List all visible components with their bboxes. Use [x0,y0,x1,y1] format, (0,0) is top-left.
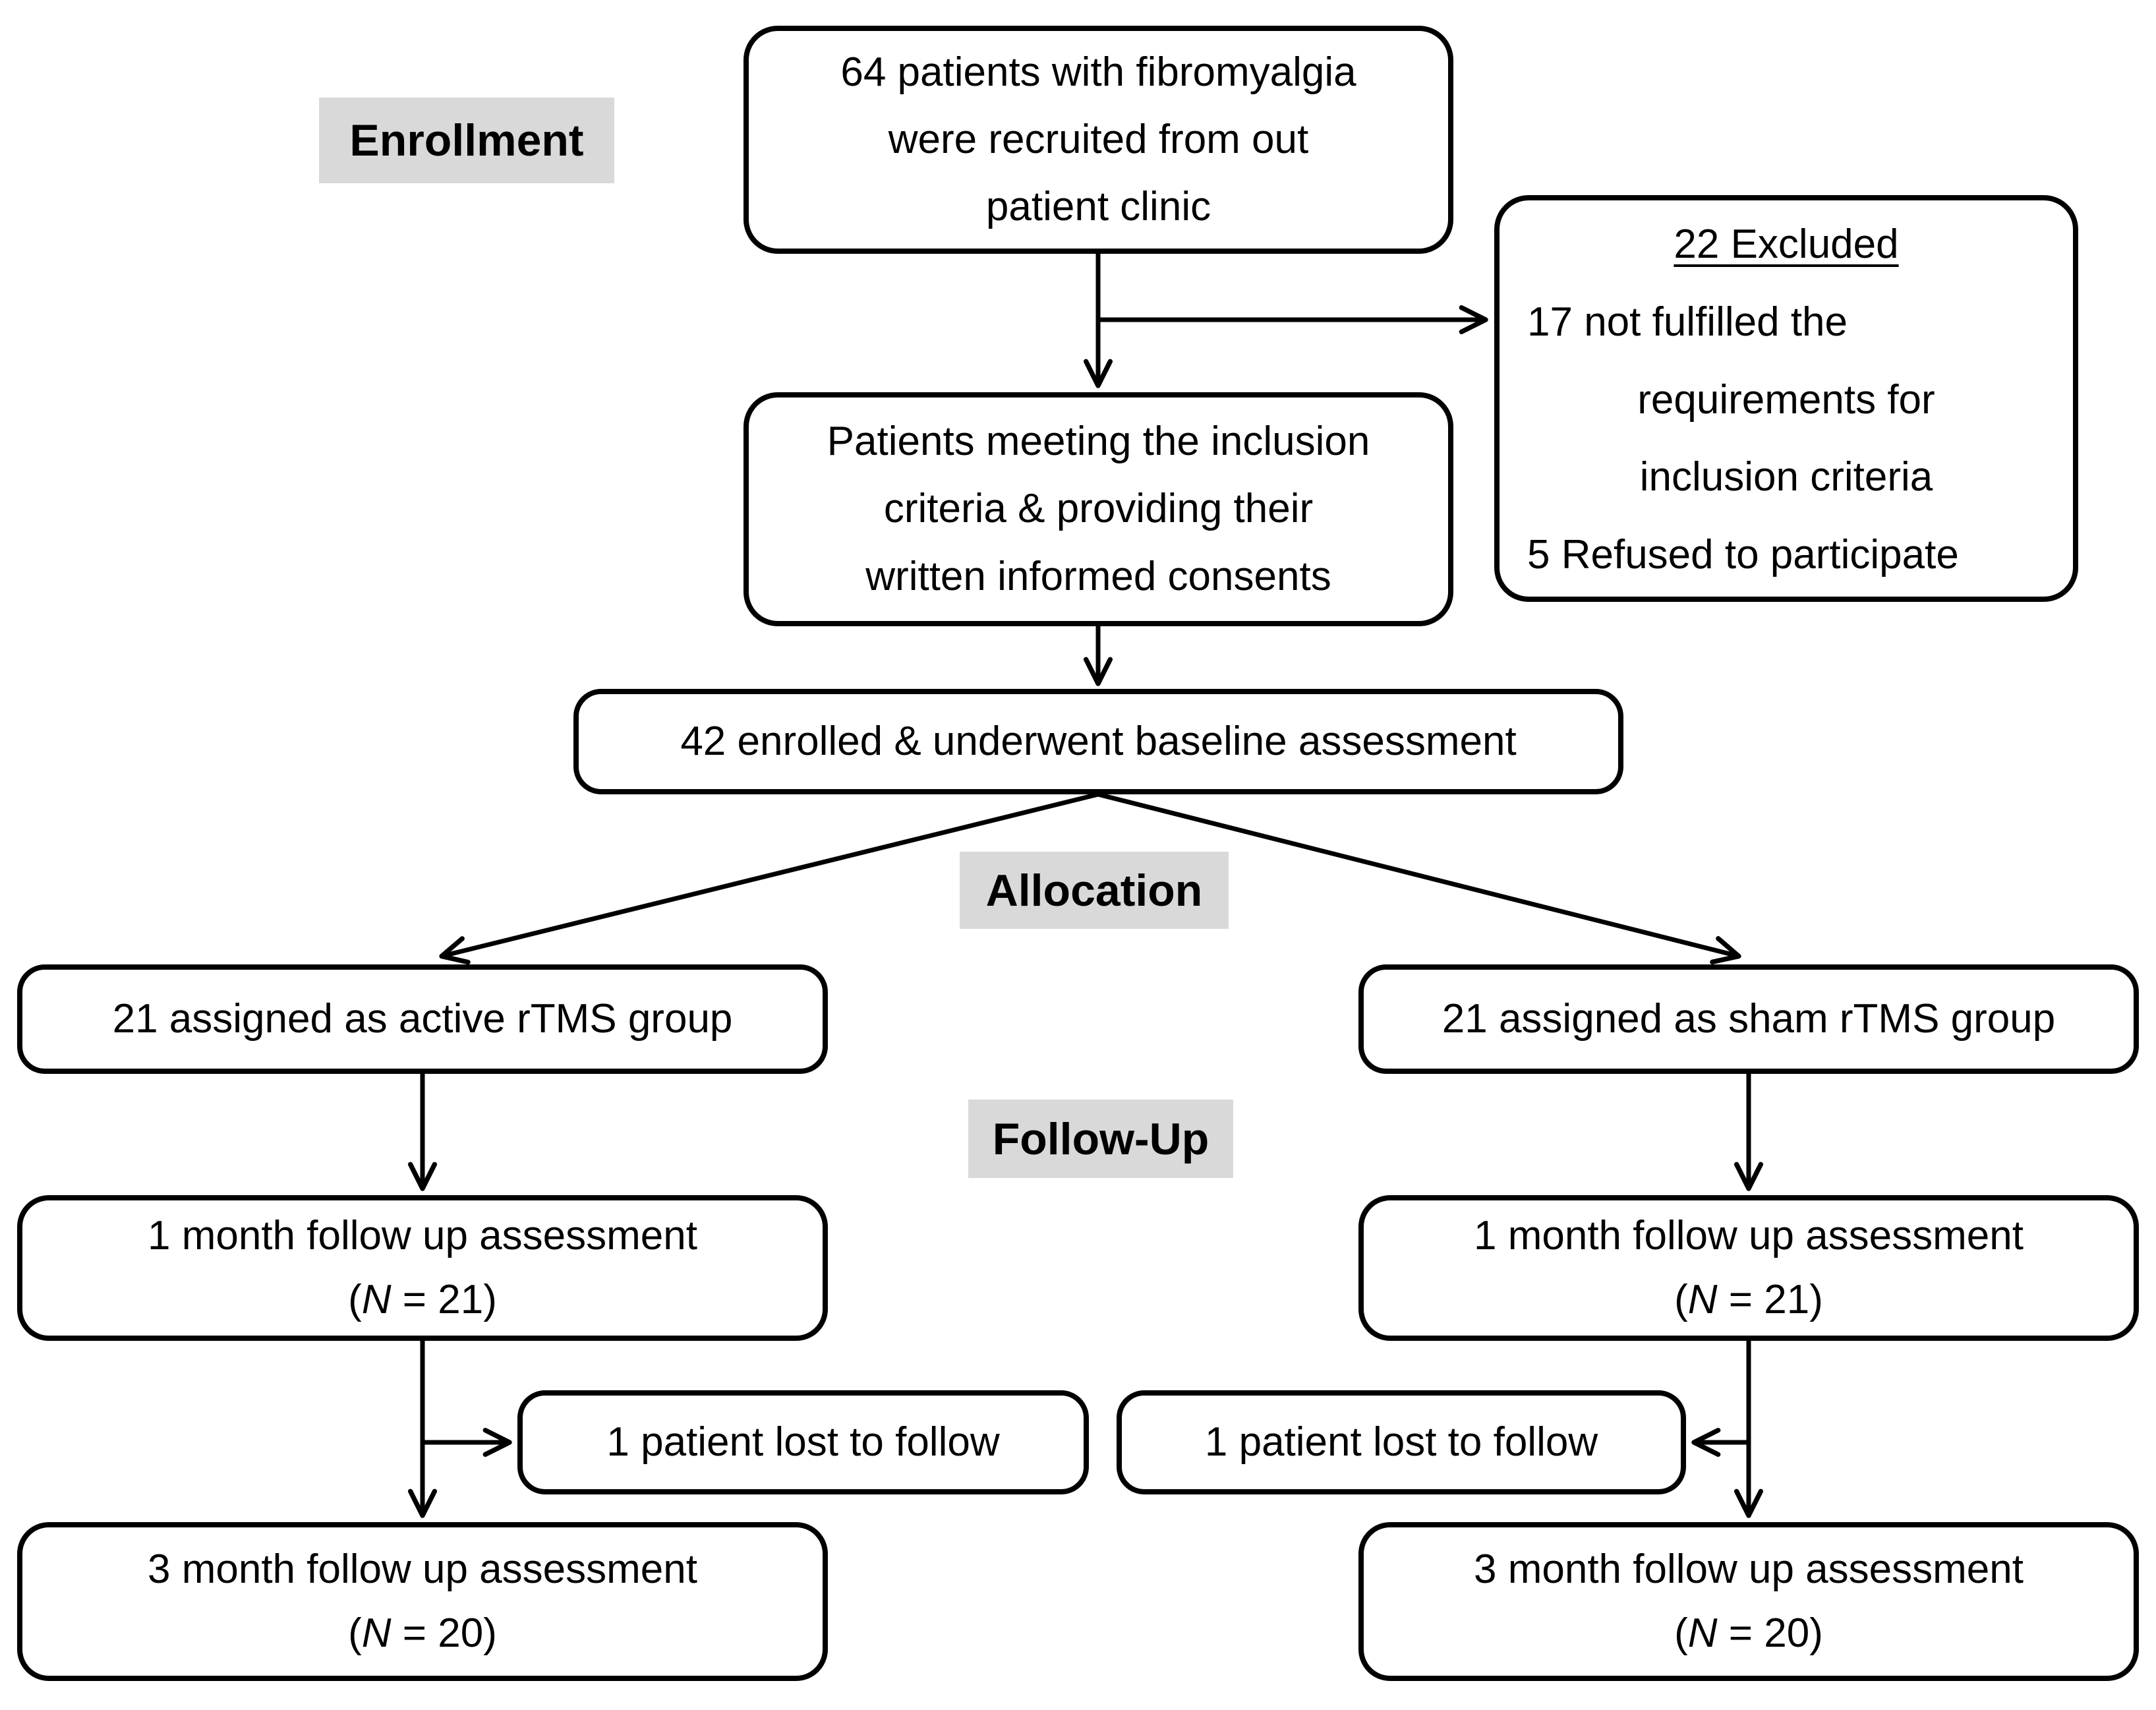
paren: ( [1674,1276,1688,1322]
n-symbol: N [1687,1610,1718,1656]
box-excluded: 22 Excluded 17 not fulfilled the require… [1494,195,2078,602]
box-3month-active: 3 month follow up assessment (N = 20) [17,1522,828,1681]
arrow-baseline-to-sham [1097,792,1741,964]
n-value: = 20) [391,1610,497,1656]
box-excluded-title: 22 Excluded [1674,221,1899,267]
box-1month-active: 1 month follow up assessment (N = 21) [17,1195,828,1341]
box-active-group: 21 assigned as active rTMS group [17,964,828,1074]
n-value: = 21) [1717,1276,1823,1322]
n-value: = 20) [1717,1610,1823,1656]
box-3month-sham-line1: 3 month follow up assessment [1474,1547,2024,1593]
box-recruited-line: 64 patients with fibromyalgia [840,49,1356,95]
box-recruited: 64 patients with fibromyalgia were recru… [743,26,1453,254]
box-1month-active-n: (N = 21) [22,1268,823,1332]
box-3month-sham-n: (N = 20) [1364,1602,2134,1665]
paren: ( [348,1610,362,1656]
box-excluded-reason1: 17 not fulfilled the [1527,299,1848,345]
box-excluded-reason1-cont: inclusion criteria [1639,454,1933,500]
box-lost-active: 1 patient lost to follow [517,1390,1089,1494]
stage-label-follow-up: Follow-Up [968,1100,1233,1178]
box-1month-sham-n: (N = 21) [1364,1268,2134,1332]
box-sham-group-text: 21 assigned as sham rTMS group [1442,995,2056,1042]
stage-label-allocation: Allocation [960,852,1229,929]
box-recruited-line: were recruited from out [888,116,1309,162]
box-excluded-reason1-cont: requirements for [1637,376,1935,423]
box-inclusion-consent-line: criteria & providing their [883,486,1314,532]
stage-label-enrollment: Enrollment [319,98,614,183]
paren: ( [1674,1610,1688,1656]
box-inclusion-consent: Patients meeting the inclusion criteria … [743,392,1453,626]
box-enrolled-baseline: 42 enrolled & underwent baseline assessm… [573,689,1623,794]
n-symbol: N [1687,1276,1718,1322]
box-enrolled-baseline-text: 42 enrolled & underwent baseline assessm… [680,718,1517,764]
box-lost-sham-text: 1 patient lost to follow [1204,1419,1598,1465]
n-symbol: N [361,1276,392,1322]
n-value: = 21) [391,1276,497,1322]
box-3month-sham: 3 month follow up assessment (N = 20) [1358,1522,2139,1681]
n-symbol: N [361,1610,392,1656]
box-1month-sham: 1 month follow up assessment (N = 21) [1358,1195,2139,1341]
box-sham-group: 21 assigned as sham rTMS group [1358,964,2139,1074]
box-inclusion-consent-line: written informed consents [865,553,1331,599]
arrow-baseline-to-active [439,792,1099,965]
box-1month-active-line1: 1 month follow up assessment [148,1213,697,1259]
box-excluded-reason2: 5 Refused to participate [1527,532,1959,578]
box-lost-active-text: 1 patient lost to follow [606,1419,1000,1465]
box-3month-active-n: (N = 20) [22,1602,823,1665]
box-active-group-text: 21 assigned as active rTMS group [112,995,733,1042]
box-recruited-line: patient clinic [985,184,1211,230]
paren: ( [348,1276,362,1322]
box-inclusion-consent-line: Patients meeting the inclusion [827,419,1370,465]
box-lost-sham: 1 patient lost to follow [1117,1390,1686,1494]
box-3month-active-line1: 3 month follow up assessment [148,1547,697,1593]
box-1month-sham-line1: 1 month follow up assessment [1474,1213,2024,1259]
